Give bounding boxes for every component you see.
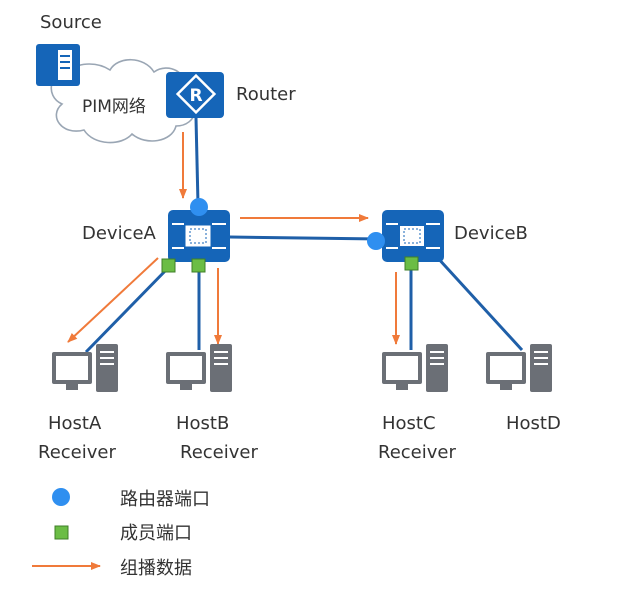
computer-icon-hostA — [52, 344, 118, 392]
legend-router-port-label: 路由器端口 — [120, 489, 210, 510]
pim-network-cloud — [50, 58, 197, 144]
link-deviceB-hostD — [434, 254, 524, 352]
router-icon: R — [166, 72, 224, 118]
member-port-deviceA-hostA — [161, 258, 176, 273]
computer-icon-hostD — [486, 344, 552, 392]
hostB-label: HostB — [176, 413, 230, 434]
legend-router-port-symbol — [52, 488, 70, 506]
router-port-deviceB — [367, 232, 385, 250]
link-deviceA-hostA — [84, 264, 172, 354]
router-port-deviceA — [190, 198, 208, 216]
hostC-label: HostC — [382, 413, 436, 434]
multicast-arrow-deviceA-hostA — [67, 257, 159, 343]
pim-network-label: PIM网络 — [82, 97, 146, 117]
legend-multicast-data-label: 组播数据 — [120, 558, 192, 579]
hostA-label: HostA — [48, 413, 102, 434]
deviceB-label: DeviceB — [454, 223, 528, 244]
link-deviceA-deviceB — [229, 235, 381, 241]
legend-member-port-symbol — [54, 525, 69, 540]
computer-icon-hostB — [166, 344, 232, 392]
hostD-label: HostD — [506, 413, 561, 434]
hostC-role-label: Receiver — [378, 442, 456, 463]
server-icon — [36, 44, 80, 86]
deviceA-label: DeviceA — [82, 223, 156, 244]
link-router-deviceA — [194, 117, 200, 205]
source-label: Source — [40, 12, 102, 33]
switch-icon-deviceA — [168, 210, 230, 262]
computer-icon-hostC — [382, 344, 448, 392]
member-port-deviceA-hostB — [191, 258, 206, 273]
router-label: Router — [236, 84, 296, 105]
member-port-deviceB-hostC — [404, 256, 419, 271]
hostA-role-label: Receiver — [38, 442, 116, 463]
svg-text:R: R — [189, 86, 202, 106]
legend-member-port-label: 成员端口 — [120, 523, 192, 544]
hostB-role-label: Receiver — [180, 442, 258, 463]
switch-icon-deviceB — [382, 210, 444, 262]
